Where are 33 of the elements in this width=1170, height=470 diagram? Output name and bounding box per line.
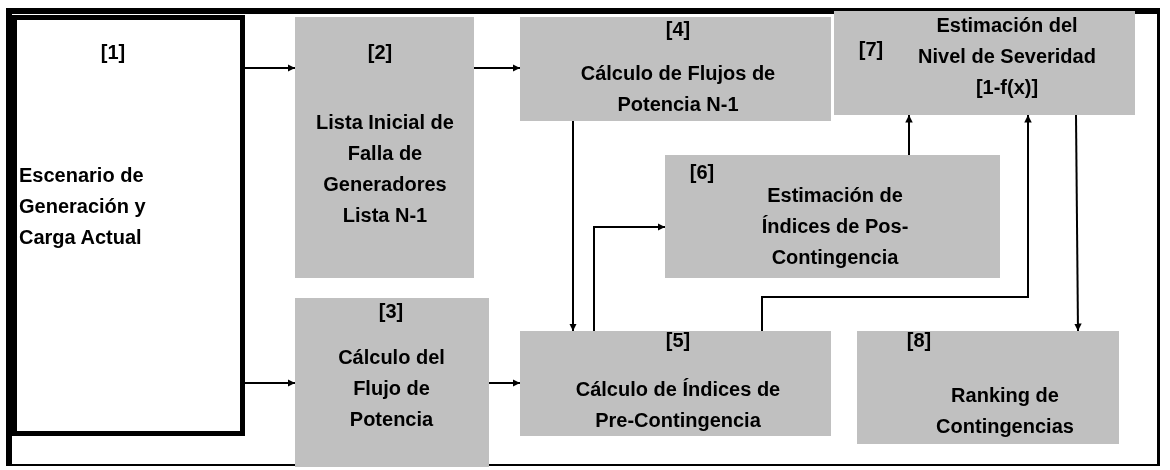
arrow (244, 379, 296, 387)
step-number: [1] (99, 40, 127, 65)
step-number: [8] (905, 328, 933, 353)
step-label: Estimación de Índices de Pos-Contingencia (760, 183, 910, 270)
step-label: Cálculo del Flujo de Potencia (337, 345, 446, 432)
arrow (761, 114, 1032, 332)
process-box (520, 331, 831, 436)
arrow (488, 379, 521, 387)
process-box (857, 331, 1119, 444)
step-label: Escenario de Generación y Carga Actual (19, 163, 147, 250)
process-box (834, 11, 1135, 115)
step-number: [4] (664, 17, 692, 42)
step-number: [2] (366, 40, 394, 65)
step-label: Estimación del Nivel de Severidad [1-f(x)] (917, 13, 1097, 100)
step-number: [6] (688, 160, 716, 185)
arrow (569, 120, 577, 332)
step-label: Cálculo de Flujos de Potencia N-1 (579, 61, 777, 117)
arrow (473, 64, 521, 72)
step-label: Ranking de Contingencias (935, 383, 1075, 439)
arrow (1074, 114, 1082, 332)
input-box (12, 15, 245, 436)
step-number: [7] (857, 37, 885, 62)
arrow (593, 223, 666, 332)
process-box (295, 17, 474, 278)
arrow (905, 114, 913, 156)
step-number: [3] (377, 299, 405, 324)
step-number: [5] (664, 328, 692, 353)
arrow (244, 64, 296, 72)
step-label: Lista Inicial de Falla de Generadores Lista N-1 (315, 110, 455, 228)
process-box (295, 298, 489, 467)
process-box (665, 155, 1000, 278)
process-box (520, 17, 831, 121)
step-label: Cálculo de Índices de Pre-Contingencia (574, 377, 782, 433)
